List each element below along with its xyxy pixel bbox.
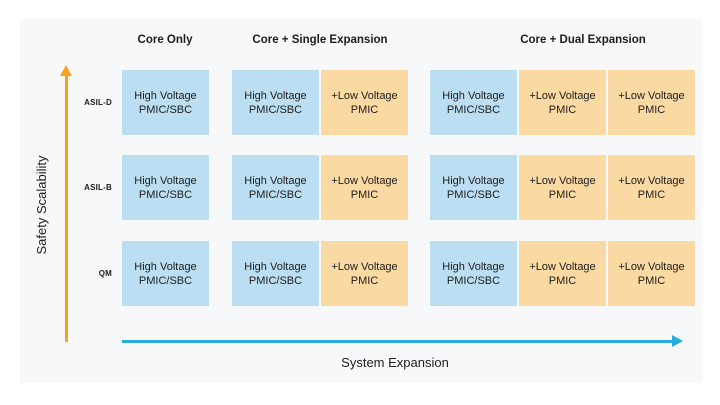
cell-line1: +Low Voltage	[618, 89, 685, 102]
column-header-core-dual-expansion: Core + Dual Expansion	[520, 34, 646, 46]
matrix-cell-asilb-single-hv: High Voltage PMIC/SBC	[232, 155, 319, 220]
column-header-core-only: Core Only	[137, 34, 193, 46]
column-header-core-single-expansion: Core + Single Expansion	[252, 34, 388, 46]
row-label-qm: QM	[98, 269, 112, 278]
diagram-panel: Core Only Core + Single Expansion Core +…	[20, 19, 702, 383]
cell-line2: PMIC	[637, 188, 666, 201]
x-axis-label: System Expansion	[341, 355, 449, 370]
cell-line2: PMIC/SBC	[248, 103, 303, 116]
cell-line2: PMIC	[548, 103, 577, 116]
matrix-cell-asild-dual-lv2: +Low Voltage PMIC	[608, 70, 695, 135]
cell-line2: PMIC/SBC	[248, 274, 303, 287]
matrix-cell-asild-dual-lv1: +Low Voltage PMIC	[519, 70, 606, 135]
cell-line2: PMIC	[350, 274, 379, 287]
matrix-cell-qm-dual-lv1: +Low Voltage PMIC	[519, 241, 606, 306]
matrix-cell-qm-single-hv: High Voltage PMIC/SBC	[232, 241, 319, 306]
cell-line1: High Voltage	[134, 89, 197, 102]
matrix-cell-qm-dual-lv2: +Low Voltage PMIC	[608, 241, 695, 306]
cell-line1: High Voltage	[244, 174, 307, 187]
cell-line2: PMIC/SBC	[446, 188, 501, 201]
cell-line1: +Low Voltage	[618, 174, 685, 187]
row-label-asil-b: ASIL-B	[84, 183, 112, 192]
row-label-asil-d: ASIL-D	[84, 98, 112, 107]
cell-line2: PMIC/SBC	[446, 103, 501, 116]
cell-line2: PMIC	[637, 274, 666, 287]
cell-line1: +Low Voltage	[331, 89, 398, 102]
matrix-cell-asilb-dual-lv1: +Low Voltage PMIC	[519, 155, 606, 220]
matrix-cell-asild-single-lv: +Low Voltage PMIC	[321, 70, 408, 135]
cell-line1: +Low Voltage	[529, 260, 596, 273]
matrix-cell-asilb-dual-hv: High Voltage PMIC/SBC	[430, 155, 517, 220]
cell-line2: PMIC/SBC	[138, 188, 193, 201]
matrix-cell-qm-single-lv: +Low Voltage PMIC	[321, 241, 408, 306]
cell-line1: High Voltage	[244, 260, 307, 273]
y-axis-arrow	[65, 75, 68, 342]
matrix-cell-asilb-core-hv: High Voltage PMIC/SBC	[122, 155, 209, 220]
cell-line2: PMIC/SBC	[248, 188, 303, 201]
matrix-cell-asild-single-hv: High Voltage PMIC/SBC	[232, 70, 319, 135]
matrix-cell-asilb-single-lv: +Low Voltage PMIC	[321, 155, 408, 220]
cell-line1: High Voltage	[442, 260, 505, 273]
up-arrowhead-icon	[60, 65, 72, 76]
cell-line2: PMIC	[350, 188, 379, 201]
matrix-cell-qm-core-hv: High Voltage PMIC/SBC	[122, 241, 209, 306]
cell-line1: +Low Voltage	[331, 260, 398, 273]
cell-line1: +Low Voltage	[331, 174, 398, 187]
cell-line1: +Low Voltage	[529, 174, 596, 187]
cell-line2: PMIC	[548, 188, 577, 201]
cell-line1: High Voltage	[244, 89, 307, 102]
y-axis-label: Safety Scalability	[34, 155, 49, 255]
cell-line1: High Voltage	[134, 174, 197, 187]
cell-line2: PMIC/SBC	[138, 274, 193, 287]
matrix-cell-asild-core-hv: High Voltage PMIC/SBC	[122, 70, 209, 135]
cell-line1: +Low Voltage	[618, 260, 685, 273]
cell-line1: High Voltage	[442, 89, 505, 102]
right-arrowhead-icon	[672, 335, 683, 347]
cell-line1: High Voltage	[134, 260, 197, 273]
cell-line1: +Low Voltage	[529, 89, 596, 102]
matrix-cell-qm-dual-hv: High Voltage PMIC/SBC	[430, 241, 517, 306]
cell-line2: PMIC/SBC	[446, 274, 501, 287]
matrix-cell-asild-dual-hv: High Voltage PMIC/SBC	[430, 70, 517, 135]
cell-line2: PMIC	[637, 103, 666, 116]
cell-line2: PMIC	[350, 103, 379, 116]
cell-line2: PMIC/SBC	[138, 103, 193, 116]
matrix-cell-asilb-dual-lv2: +Low Voltage PMIC	[608, 155, 695, 220]
cell-line2: PMIC	[548, 274, 577, 287]
cell-line1: High Voltage	[442, 174, 505, 187]
x-axis-arrow	[122, 340, 672, 343]
